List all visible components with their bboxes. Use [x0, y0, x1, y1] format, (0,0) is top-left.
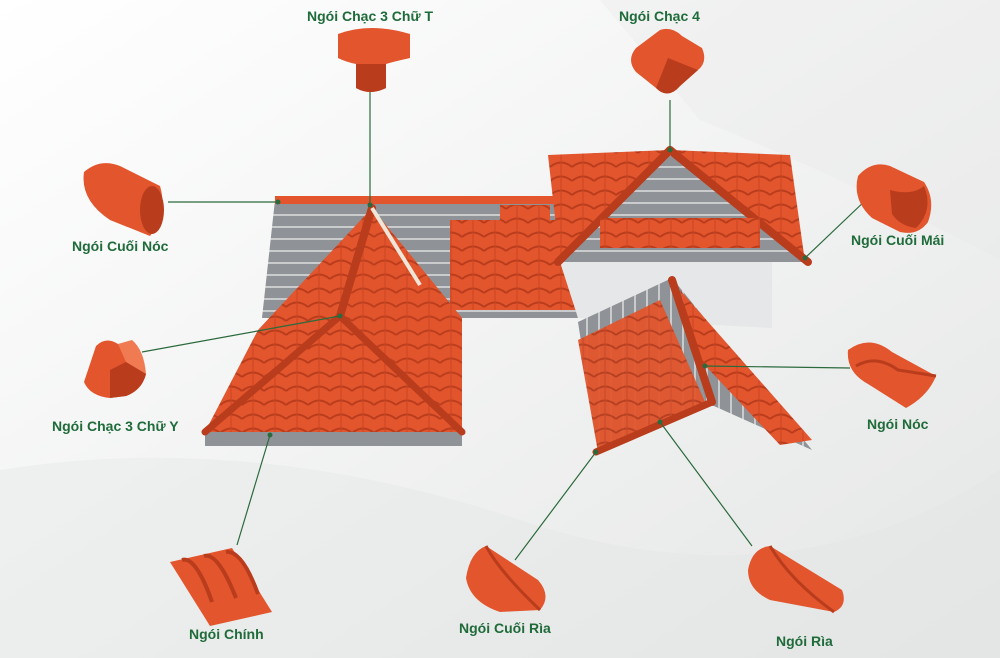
- leader-line-chinh: [236, 434, 271, 546]
- label-ngoi-cuoi-noc: Ngói Cuối Nóc: [72, 238, 169, 254]
- label-ngoi-cuoi-mai: Ngói Cuối Mái: [851, 232, 945, 248]
- label-ngoi-chac-3-chu-y: Ngói Chạc 3 Chữ Y: [52, 418, 179, 434]
- label-ngoi-chinh: Ngói Chính: [189, 626, 264, 642]
- front-right-wing: [578, 276, 812, 456]
- verge-tile-icon: [748, 545, 844, 614]
- leader-line-noc: [704, 365, 851, 369]
- main-tile-icon: [170, 548, 272, 626]
- leader-lines: [141, 92, 869, 561]
- t-junction-ridge-tile-icon: [338, 28, 410, 92]
- ridge-end-cap-tile-icon: [83, 163, 164, 236]
- leader-endpoints: [267, 147, 808, 455]
- leader-line-chac-3-chu-y: [141, 315, 341, 353]
- hip-end-cap-tile-icon: [856, 164, 932, 233]
- ridge-tile-icon: [847, 342, 937, 408]
- label-ngoi-ria: Ngói Rìa: [776, 633, 833, 649]
- label-ngoi-chac-4: Ngói Chạc 4: [619, 8, 700, 24]
- four-way-ridge-tile-icon: [631, 28, 705, 94]
- y-junction-ridge-tile-icon: [84, 340, 146, 398]
- label-ngoi-noc: Ngói Nóc: [867, 416, 929, 432]
- leader-line-cuoi-ria: [514, 451, 597, 561]
- leader-line-cuoi-mai: [804, 197, 869, 259]
- leader-line-ria: [659, 421, 753, 547]
- label-ngoi-chac-3-chu-t: Ngói Chạc 3 Chữ T: [307, 8, 434, 24]
- label-ngoi-cuoi-ria: Ngói Cuối Rìa: [459, 620, 551, 636]
- left-hip-roof: [201, 204, 466, 446]
- verge-end-tile-icon: [466, 545, 546, 612]
